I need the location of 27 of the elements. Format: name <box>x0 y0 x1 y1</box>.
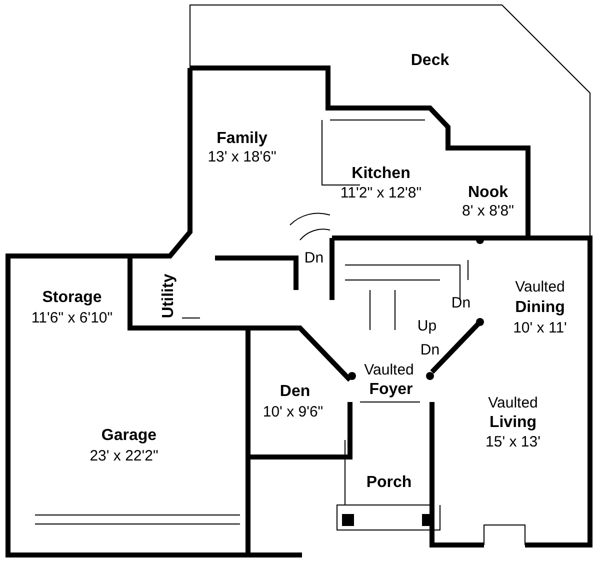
room-label: Dn <box>420 342 440 358</box>
room-name: Dining <box>515 300 565 316</box>
room-name: Family <box>216 131 268 147</box>
room-label: 11'2" x 12'8" <box>340 186 422 200</box>
room-name: Kitchen <box>352 166 410 182</box>
room-label: 23' x 22'2" <box>90 448 158 464</box>
room-name: Nook <box>468 185 508 201</box>
room-label: 13' x 18'6" <box>208 150 276 164</box>
room-name: Utility <box>161 274 177 318</box>
room-label: Vaulted <box>364 362 414 378</box>
room-name: Garage <box>101 428 157 444</box>
room-label: Dn <box>304 250 324 266</box>
room-name: Storage <box>42 290 102 306</box>
room-label: 10' x 11' <box>513 320 567 336</box>
room-label: Vaulted <box>515 280 565 294</box>
room-label: Vaulted <box>488 396 538 410</box>
room-label: 11'6" x 6'10" <box>31 310 113 326</box>
room-name: Living <box>489 415 537 431</box>
room-label: Up <box>417 318 437 334</box>
room-name: Den <box>280 384 310 400</box>
room-name: Foyer <box>369 382 413 398</box>
room-label: 10' x 9'6" <box>262 404 324 420</box>
room-label: Dn <box>451 296 471 310</box>
room-name: Deck <box>410 53 450 69</box>
room-name: Porch <box>366 475 412 491</box>
room-label: 8' x 8'8" <box>462 204 514 218</box>
room-label: 15' x 13' <box>486 434 540 450</box>
